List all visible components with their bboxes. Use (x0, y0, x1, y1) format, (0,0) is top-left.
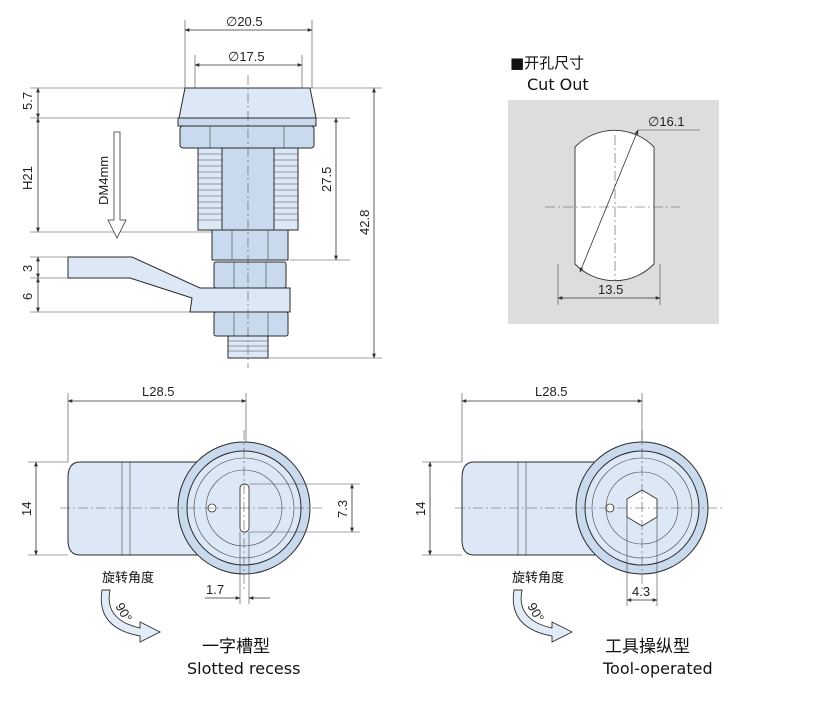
side-view: ∅20.5 ∅17.5 5.7 H21 3 6 DM4mm 27.5 42.8 (20, 14, 382, 368)
slotted-rotation-label: 旋转角度 (102, 570, 154, 586)
lock-head-cap (178, 87, 317, 119)
lower-hex (211, 229, 289, 261)
cam-nut (213, 261, 287, 289)
tool-height: 14 (413, 502, 428, 516)
dim-inner-diameter: ∅17.5 (228, 49, 265, 64)
lock-hex-nut (179, 125, 315, 149)
cutout-diameter: ∅16.1 (648, 114, 685, 129)
direction-arrow-icon (107, 131, 127, 239)
slotted-caption-en: Slotted recess (187, 659, 300, 678)
lock-washer (177, 117, 317, 127)
tool-caption-cn: 工具操纵型 (605, 637, 690, 657)
dim-thread-length: H21 (20, 166, 35, 190)
tool-caption-en: Tool-operated (602, 659, 713, 678)
slotted-caption-cn: 一字槽型 (202, 637, 270, 657)
cutout-flat-width: 13.5 (598, 282, 623, 297)
dim-head-height: 5.7 (20, 92, 35, 110)
tool-view: L28.5 14 4.3 旋转角度 90° 工具操纵型 Tool-operate… (413, 384, 725, 678)
tool-length: L28.5 (535, 384, 568, 399)
tool-hex-size: 4.3 (632, 584, 650, 599)
dim-cam-thickness: 3 (20, 265, 35, 272)
tool-cam-body (461, 461, 597, 556)
bottom-nut (213, 311, 289, 337)
slotted-slot-width: 1.7 (206, 582, 224, 597)
tool-rotation-label: 旋转角度 (512, 570, 564, 586)
cutout-title-cn: ■开孔尺寸 (510, 54, 584, 72)
slotted-length: L28.5 (142, 384, 175, 399)
cutout-title-en: Cut Out (527, 75, 589, 94)
slotted-height: 14 (19, 502, 34, 516)
dim-body-length: 27.5 (319, 167, 334, 192)
dim-thread-spec: DM4mm (96, 156, 111, 205)
slotted-view: L28.5 14 7.3 1.7 旋转角度 90° 一字槽型 Slotted r… (19, 384, 360, 678)
cutout-panel: ■开孔尺寸 Cut Out ∅16.1 13.5 (508, 54, 719, 324)
dim-outer-diameter: ∅20.5 (226, 14, 263, 29)
slotted-rotation-arrow-icon (100, 589, 162, 643)
tool-rotation-arrow-icon (512, 589, 574, 643)
slotted-slot-height: 7.3 (335, 500, 350, 518)
dim-cam-offset: 6 (20, 293, 35, 300)
slotted-cam-body (67, 461, 201, 556)
cutout-shape (574, 129, 655, 282)
dim-total-length: 42.8 (357, 210, 372, 235)
